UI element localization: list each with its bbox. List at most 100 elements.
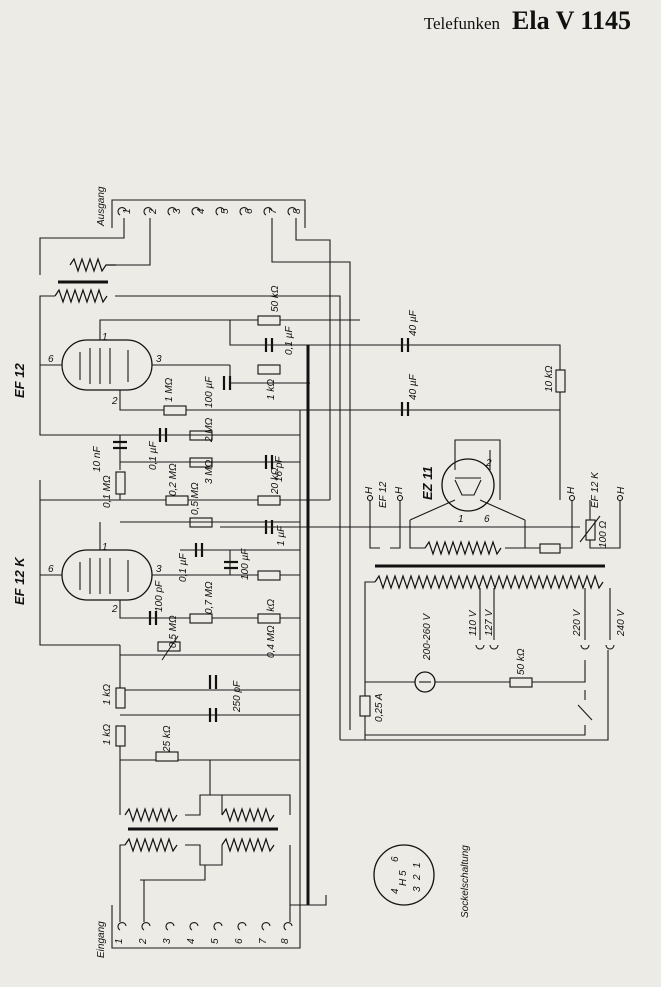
input-pin-8: 8 <box>280 938 291 944</box>
rectifier-ez11: 1 2 6 EZ 11 <box>409 439 526 525</box>
model-name: Ela V 1145 <box>512 6 631 35</box>
label-10nf: 10 nF <box>92 446 103 472</box>
input-connector-label: Eingang <box>96 921 107 958</box>
resistor-1k-c <box>115 725 126 747</box>
heater-h-4: H <box>616 486 627 494</box>
label-3meg: 3 MΩ <box>204 459 215 484</box>
input-pin-6: 6 <box>234 938 245 944</box>
input-pin-7: 7 <box>258 938 269 944</box>
label-01uf-a: 0,1 µF <box>284 326 295 355</box>
resistor-50k <box>257 315 281 326</box>
socket-pin-3: 3 <box>412 886 423 892</box>
label-100pf: 100 pF <box>154 580 165 612</box>
tap-220: 220 V <box>572 609 583 637</box>
resistor-50k-b <box>509 677 533 688</box>
output-pin-5: 5 <box>220 208 231 214</box>
output-pin-2: 2 <box>148 208 159 215</box>
heater-h-2: H <box>394 486 405 494</box>
label-1meg: 1 MΩ <box>164 377 175 402</box>
output-pin-6: 6 <box>244 208 255 214</box>
label-100-b: 100 µF <box>240 548 251 580</box>
resistor-100 <box>585 519 596 541</box>
label-25k: 25 kΩ <box>162 725 173 753</box>
upper-stage: 50 kΩ 0,1 µF 40 µF 1 MΩ 100 µF 1 kΩ 40 µ… <box>39 285 580 546</box>
label-2meg: 2 MΩ <box>204 417 215 443</box>
heater-h-3: H <box>566 486 577 494</box>
label-40uf-b: 40 µF <box>408 373 419 400</box>
ef12-label: EF 12 <box>12 363 27 398</box>
output-pin-7: 7 <box>268 208 279 214</box>
tube-ef12: 6 2 3 1 EF 12 <box>12 319 360 436</box>
resistor-1k-b <box>115 687 126 709</box>
label-05meg-a: 0,5 MΩ <box>190 482 201 515</box>
output-pin-4: 4 <box>196 208 207 214</box>
label-07meg: 0,7 MΩ <box>204 581 215 614</box>
resistor-02meg <box>165 495 189 506</box>
ef12k-pin-1: 1 <box>102 542 108 553</box>
label-10k: 10 kΩ <box>544 365 555 392</box>
label-250pf: 250 pF <box>232 680 243 713</box>
resistor-1k-a <box>257 364 281 375</box>
label-05meg-b: 0,5 MΩ <box>168 615 179 648</box>
resistor-04meg <box>257 613 281 624</box>
label-1k-a: 1 kΩ <box>266 379 277 400</box>
ef12-pin-1: 1 <box>102 332 108 343</box>
output-pins: 1 2 3 4 5 6 7 8 <box>117 207 303 216</box>
resistor-3k <box>257 570 281 581</box>
resistor-25k <box>155 751 179 762</box>
input-connector: Eingang 1 2 3 4 5 6 7 8 <box>96 880 301 958</box>
socket-pin-4: 4 <box>390 888 401 894</box>
label-100: 100 Ω <box>598 521 609 548</box>
resistor-1meg <box>163 405 187 416</box>
label-50k: 50 kΩ <box>270 285 281 312</box>
ez11-pin-2: 2 <box>485 458 492 469</box>
label-01meg: 0,1 MΩ <box>102 475 113 508</box>
resistor-01meg <box>115 471 126 495</box>
label-40uf-a: 40 µF <box>408 309 419 336</box>
label-01uf-c: 0,1 µF <box>178 553 189 582</box>
label-1k-c: 1 kΩ <box>102 724 113 745</box>
potentiometer-05meg <box>157 641 181 652</box>
tap-110: 110 V <box>468 609 479 636</box>
output-pin-8: 8 <box>292 208 303 214</box>
brand-name: Telefunken <box>423 14 501 33</box>
tap-240: 240 V <box>616 609 627 637</box>
heater-resistor <box>539 543 561 554</box>
label-50k-b: 50 kΩ <box>516 648 527 675</box>
label-02meg: 0,2 MΩ <box>168 463 179 496</box>
input-pin-1: 1 <box>114 938 125 944</box>
output-connector-label: Ausgang <box>96 186 107 227</box>
lower-stage: 0,1 µF 100 µF 3 kΩ 100 pF 0,7 MΩ 0,4 MΩ … <box>102 543 300 762</box>
socket-title: Sockelschaltung <box>460 845 471 918</box>
tap-127: 127 V <box>484 609 495 636</box>
socket-diagram: 1 2 3 6 5 H 4 Sockelschaltung <box>373 844 471 918</box>
ef12k-pin-2: 2 <box>111 604 118 615</box>
label-1k-b: 1 kΩ <box>102 684 113 705</box>
input-pin-3: 3 <box>162 938 173 944</box>
label-1uf: 1 µF <box>276 525 287 546</box>
ef12k-pin-3: 3 <box>156 564 162 575</box>
label-04meg: 0,4 MΩ <box>266 625 277 658</box>
output-transformer <box>39 218 351 740</box>
ef12k-label: EF 12 K <box>12 556 27 605</box>
tap-200-260: 200-260 V <box>422 613 433 661</box>
ez11-pin-1: 1 <box>458 514 464 525</box>
label-01uf-b: 0,1 µF <box>148 441 159 470</box>
heater-ef12: EF 12 <box>378 481 389 508</box>
fuse <box>359 695 371 717</box>
input-transformer <box>119 760 291 905</box>
output-pin-3: 3 <box>172 208 183 214</box>
ez11-pin-6: 6 <box>484 514 490 525</box>
ez11-label: EZ 11 <box>420 466 435 500</box>
resistor-07meg <box>189 613 213 624</box>
socket-pin-2: 2 <box>412 874 423 881</box>
socket-pin-6: 6 <box>390 856 401 862</box>
heater-h-1: H <box>364 486 375 494</box>
heater-windings: 100 Ω H EF 12 H H EF 12 K H <box>364 471 627 556</box>
label-100uf: 100 µF <box>204 376 215 408</box>
input-pin-4: 4 <box>186 938 197 944</box>
label-fuse: 0,25 A <box>374 693 385 722</box>
power-transformer: 110 V 127 V 220 V 240 V <box>364 564 627 740</box>
